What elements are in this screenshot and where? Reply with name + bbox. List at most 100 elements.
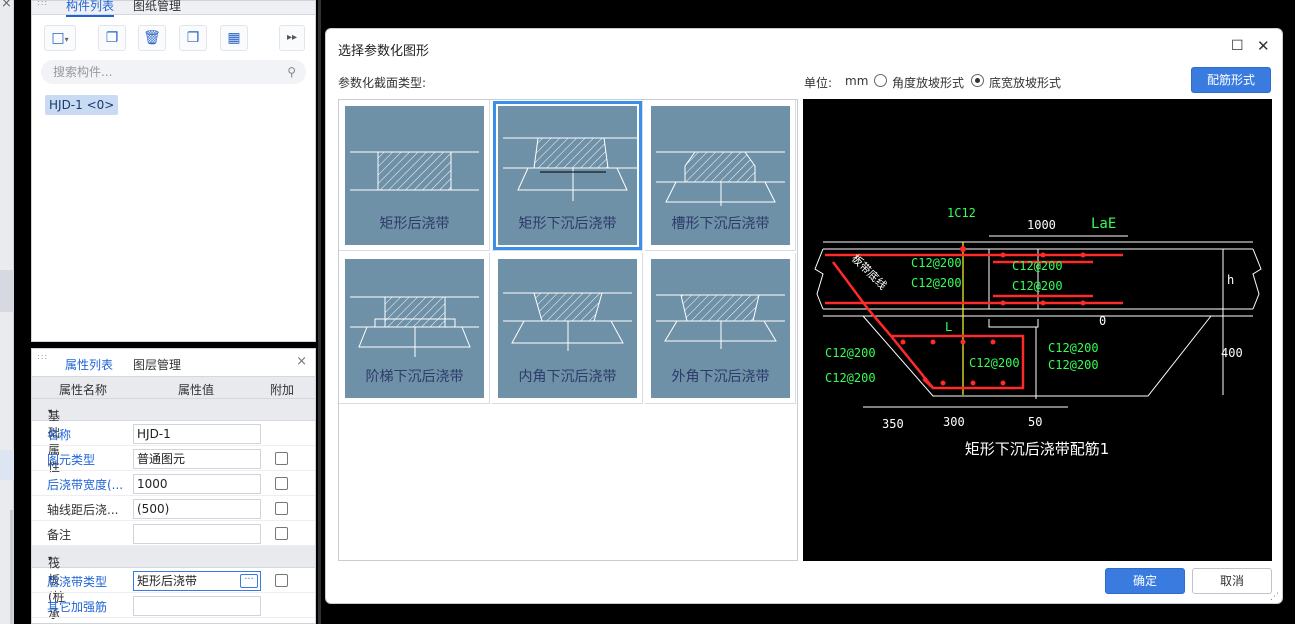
component-item[interactable]: HJD-1 <0> (45, 95, 119, 115)
property-value-input[interactable] (133, 524, 261, 544)
shape-icon (503, 137, 637, 201)
ok-button[interactable]: 确定 (1105, 568, 1185, 594)
shape-grid: 矩形后浇带 矩形下沉后浇带 槽形下沉后浇带阶梯下沉后浇带 内角下沉后浇带 外角下沉后浇带 (338, 99, 798, 561)
header-value: 属性值 (178, 383, 215, 397)
cancel-button[interactable]: 取消 (1192, 568, 1272, 594)
property-value-text: 矩形后浇带 (137, 574, 198, 588)
radio-angle-label: 角度放坡形式 (892, 76, 965, 90)
shape-option-6[interactable]: 外角下沉后浇带 (645, 253, 796, 404)
extra-checkbox[interactable] (275, 574, 288, 587)
property-value-input[interactable]: 矩形后浇带 ··· (133, 571, 261, 591)
dock-handle[interactable] (0, 270, 14, 312)
shape-label: 矩形下沉后浇带 (518, 216, 617, 232)
drag-grip-icon[interactable]: ::: (37, 0, 49, 7)
extra-checkbox[interactable] (275, 527, 288, 540)
unit-value: mm (845, 74, 869, 88)
tab-layer-management[interactable]: 图层管理 (133, 358, 182, 372)
more-icon[interactable]: ▸▸ (279, 25, 305, 51)
rebar-label: C12@200 (1012, 259, 1063, 273)
property-row: 图元类型 普通图元 (32, 446, 315, 471)
filter-button[interactable]: ▦ (220, 25, 248, 51)
radio-width-label: 底宽放坡形式 (989, 76, 1062, 90)
shape-label: 内角下沉后浇带 (518, 369, 617, 385)
property-value-input[interactable] (133, 596, 261, 616)
section-label: 参数化截面类型: (338, 76, 427, 90)
more-options-button[interactable]: ··· (240, 574, 258, 588)
search-icon[interactable]: ⚲ (287, 65, 296, 79)
shape-option-2[interactable]: 矩形下沉后浇带 (492, 100, 643, 251)
copy-to-floor-button[interactable]: ❐ (179, 25, 207, 51)
extra-checkbox[interactable] (275, 477, 288, 490)
header-extra: 附加 (270, 383, 295, 397)
label-top-bar: 1C12 (947, 206, 976, 220)
radio-width-slope[interactable] (971, 74, 984, 87)
shape-label: 矩形后浇带 (379, 216, 450, 232)
property-row: 其它加强筋 (32, 593, 315, 618)
rebar-label: C12@200 (1048, 358, 1099, 372)
rebar-label: C12@200 (969, 356, 1020, 370)
maximize-icon[interactable]: ☐ (1231, 38, 1244, 54)
property-name: 后浇带宽度(... (47, 478, 124, 492)
rebar-form-button[interactable]: 配筋形式 (1191, 67, 1271, 93)
shape-label: 阶梯下沉后浇带 (365, 369, 464, 385)
property-value-input[interactable]: 1000 (133, 474, 261, 494)
group-basic[interactable]: ▾ 基础属性 (32, 399, 315, 474)
rebar-label: C12@200 (1048, 341, 1099, 355)
resize-grip-icon[interactable]: ⋰ (1270, 592, 1279, 602)
close-icon[interactable]: × (296, 354, 307, 369)
rebar-preview: 1C12 C12@200 C12@200 C12@200 C12@200 C12… (803, 99, 1272, 561)
shape-icon (350, 296, 479, 357)
property-row: 名称 HJD-1 (32, 421, 315, 446)
property-row: 后浇带类型 矩形后浇带··· (32, 568, 315, 593)
tab-component-list[interactable]: 构件列表 (66, 0, 115, 17)
scrollbar[interactable] (10, 510, 13, 624)
search-placeholder: 搜索构件... (53, 65, 113, 79)
search-input[interactable]: 搜索构件... ⚲ (41, 60, 306, 84)
rebar-label: C12@200 (825, 371, 876, 385)
radio-angle-slope[interactable] (874, 74, 887, 87)
rebar-label: C12@200 (825, 346, 876, 360)
property-value-input[interactable]: 普通图元 (133, 449, 261, 469)
property-name: 备注 (47, 528, 72, 542)
extra-checkbox[interactable] (275, 502, 288, 515)
lock-icon[interactable]: ::: (37, 352, 49, 361)
property-value-input[interactable]: (500) (133, 499, 261, 519)
shape-thumbnail: 槽形下沉后浇带 (651, 106, 790, 245)
property-name: 名称 (47, 428, 72, 442)
shape-option-4[interactable]: 阶梯下沉后浇带 (339, 253, 490, 404)
label-dim3: 50 (1028, 415, 1042, 429)
group-raft[interactable]: ▾ 筏板(桩承台... (32, 546, 315, 621)
header-name: 属性名称 (59, 383, 108, 397)
shape-option-1[interactable]: 矩形后浇带 (339, 100, 490, 251)
shape-label: 外角下沉后浇带 (671, 369, 770, 385)
canvas-divider (318, 0, 321, 624)
label-l: L (945, 320, 952, 334)
dock-item[interactable] (0, 450, 14, 480)
shape-thumbnail: 外角下沉后浇带 (651, 259, 790, 398)
shape-option-3[interactable]: 槽形下沉后浇带 (645, 100, 796, 251)
close-icon[interactable]: ✕ (1257, 37, 1270, 55)
copy-button[interactable]: ❐ (98, 25, 126, 51)
delete-icon[interactable]: 🗑 (138, 25, 166, 51)
extra-checkbox[interactable] (275, 452, 288, 465)
property-header: 属性名称 属性值 附加 (32, 377, 315, 399)
property-name: 图元类型 (47, 453, 96, 467)
tab-property-list[interactable]: 属性列表 (65, 358, 114, 379)
new-component-button[interactable]: □▾ (44, 25, 76, 51)
label-h: h (1227, 273, 1234, 287)
label-zero: 0 (1099, 314, 1106, 328)
property-name: 轴线距后浇... (47, 503, 119, 517)
shape-label: 槽形下沉后浇带 (671, 216, 770, 232)
shape-option-5[interactable]: 内角下沉后浇带 (492, 253, 643, 404)
close-icon[interactable]: × (1, 0, 12, 11)
rebar-label: C12@200 (1012, 279, 1063, 293)
shape-thumbnail: 阶梯下沉后浇带 (345, 259, 484, 398)
property-row: 后浇带宽度(... 1000 (32, 471, 315, 496)
property-panel: ::: 属性列表 图层管理 × 属性名称 属性值 附加 ▾ 基础属性 名称 HJ… (31, 348, 316, 624)
tab-drawing-management[interactable]: 图纸管理 (133, 0, 182, 13)
label-lae: LaE (1091, 216, 1116, 232)
property-row: 轴线距后浇... (500) (32, 496, 315, 521)
component-list-panel: ::: 构件列表 图纸管理 □▾ ❐ 🗑 ❐ ▦ ▸▸ 搜索构件... ⚲ HJ… (31, 0, 316, 342)
left-dock-strip: × (0, 0, 14, 624)
property-value-input[interactable]: HJD-1 (133, 424, 261, 444)
